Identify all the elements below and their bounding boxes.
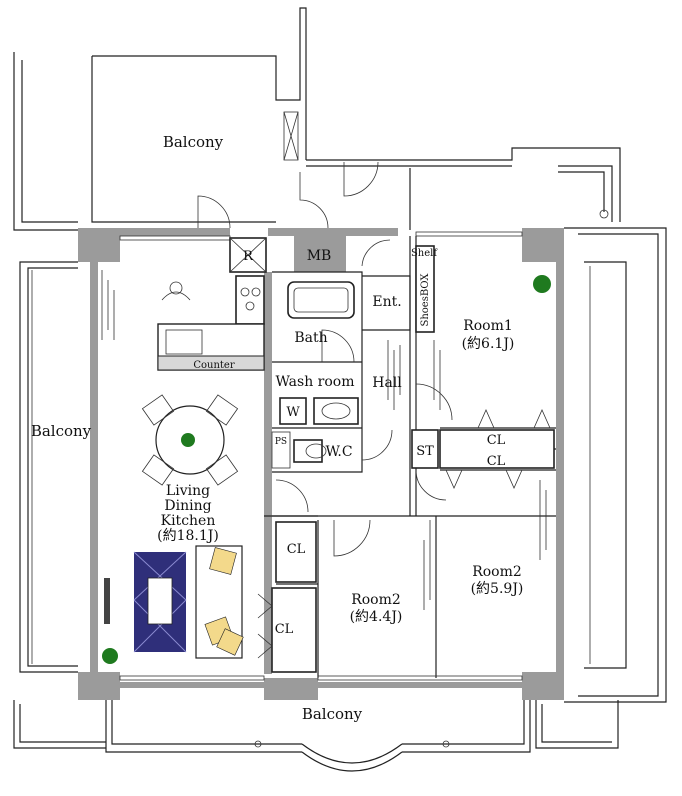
label-counter: Counter [193, 360, 234, 371]
label-room1-name: Room1 [463, 318, 513, 334]
label-wc: W.C [325, 444, 352, 460]
label-room1-size: (約6.1J) [462, 336, 515, 352]
label-shelf: Shelf [411, 248, 438, 259]
doors [197, 161, 453, 557]
label-mb: MB [307, 248, 332, 264]
label-ldk-line1: Living [166, 483, 210, 499]
label-cl-d: CL [275, 622, 294, 637]
living-set [102, 275, 551, 664]
label-ent: Ent. [372, 294, 401, 310]
label-cl-a: CL [487, 433, 506, 448]
label-ldk-size: (約18.1J) [157, 528, 219, 544]
bottom-balcony-outline [13, 700, 619, 772]
right-balcony-outline [564, 227, 667, 703]
label-room2b-size: (約5.9J) [471, 581, 524, 597]
label-room2a-size: (約4.4J) [350, 609, 403, 625]
structural-walls [78, 228, 564, 700]
label-hall: Hall [372, 375, 402, 391]
label-shoes-box: ShoesBOX [420, 273, 431, 327]
label-room2b-name: Room2 [472, 564, 522, 580]
label-balcony-top: Balcony [163, 133, 224, 151]
label-st: ST [416, 444, 434, 459]
closets [257, 245, 555, 673]
label-balcony-bottom: Balcony [302, 705, 363, 723]
label-cl-b: CL [487, 454, 506, 469]
label-ps: PS [275, 437, 287, 447]
left-balcony-outline [19, 261, 78, 673]
dining-set [141, 394, 239, 486]
label-washer: W [286, 405, 300, 420]
bath-fixtures [271, 281, 359, 469]
label-refrigerator: R [243, 249, 254, 264]
label-balcony-left: Balcony [31, 422, 92, 440]
label-ldk-line2: Dining [164, 498, 211, 514]
label-bath: Bath [294, 330, 327, 346]
kitchen [157, 237, 267, 371]
floor-texture [101, 270, 547, 610]
label-cl-c: CL [287, 542, 306, 557]
label-room2a-name: Room2 [351, 592, 401, 608]
label-ldk-line3: Kitchen [161, 513, 216, 529]
label-wash-room: Wash room [276, 374, 355, 390]
top-balcony-outline [13, 7, 621, 231]
